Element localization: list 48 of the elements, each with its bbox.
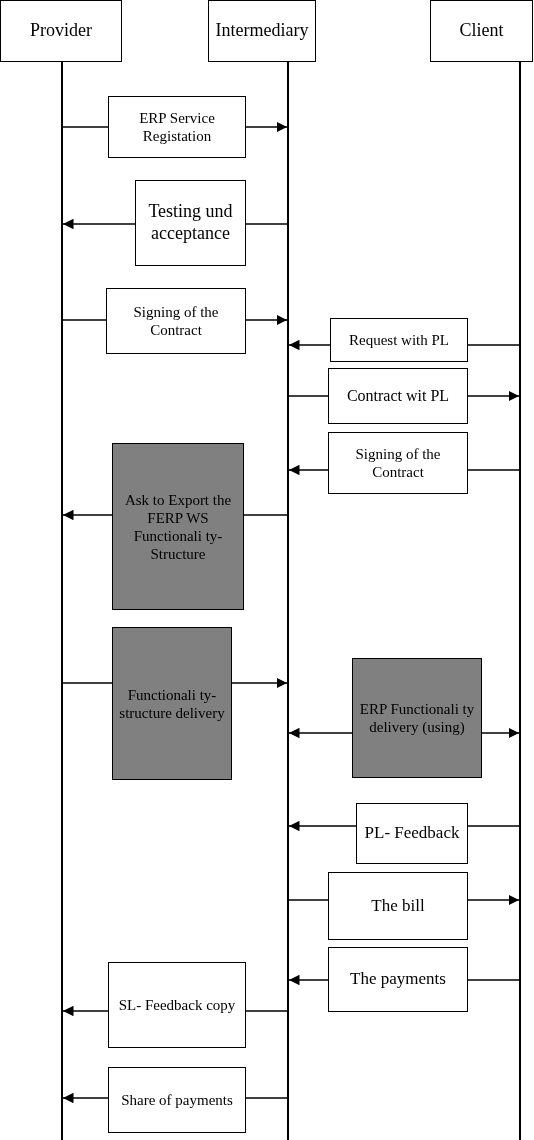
arrow (62, 1092, 109, 1104)
connector-line (62, 126, 109, 128)
connector-line (245, 1010, 288, 1012)
arrow (467, 894, 520, 906)
lifeline (287, 62, 289, 1140)
connector-line (467, 825, 520, 827)
arrow (62, 218, 136, 230)
message-box: Contract wit PL (328, 368, 468, 424)
participant-box: Intermediary (208, 0, 316, 62)
arrow (288, 974, 329, 986)
connector-line (288, 395, 329, 397)
lifeline (61, 62, 63, 1140)
arrow (288, 727, 353, 739)
message-box: Testing und acceptance (135, 180, 246, 266)
message-box: SL- Feedback copy (108, 962, 246, 1048)
connector-line (62, 682, 113, 684)
arrow (481, 727, 520, 739)
connector-line (62, 319, 107, 321)
message-box: Share of payments (108, 1067, 246, 1133)
arrow (62, 509, 113, 521)
message-box: ERP Functionali ty delivery (using) (352, 658, 482, 778)
arrow (288, 820, 357, 832)
lifeline (519, 62, 521, 1140)
connector-line (467, 979, 520, 981)
message-box: Ask to Export the FERP WS Functionali ty- Structure (112, 443, 244, 610)
message-box: Request with PL (330, 318, 468, 362)
arrow (245, 121, 288, 133)
message-box: Signing of the Contract (328, 432, 468, 494)
message-box: ERP Service Registation (108, 96, 246, 158)
arrow (467, 390, 520, 402)
participant-box: Provider (0, 0, 122, 62)
arrow (288, 464, 329, 476)
message-box: Functionali ty- structure delivery (112, 627, 232, 780)
connector-line (245, 223, 288, 225)
message-box: PL- Feedback (356, 803, 468, 864)
connector-line (288, 899, 329, 901)
arrow (288, 339, 331, 351)
arrow (245, 314, 288, 326)
connector-line (467, 469, 520, 471)
participant-box: Client (430, 0, 533, 62)
connector-line (467, 344, 520, 346)
arrow (62, 1005, 109, 1017)
connector-line (245, 1097, 288, 1099)
connector-line (243, 514, 288, 516)
message-box: The bill (328, 872, 468, 940)
message-box: The payments (328, 947, 468, 1012)
arrow (231, 677, 288, 689)
message-box: Signing of the Contract (106, 288, 246, 354)
